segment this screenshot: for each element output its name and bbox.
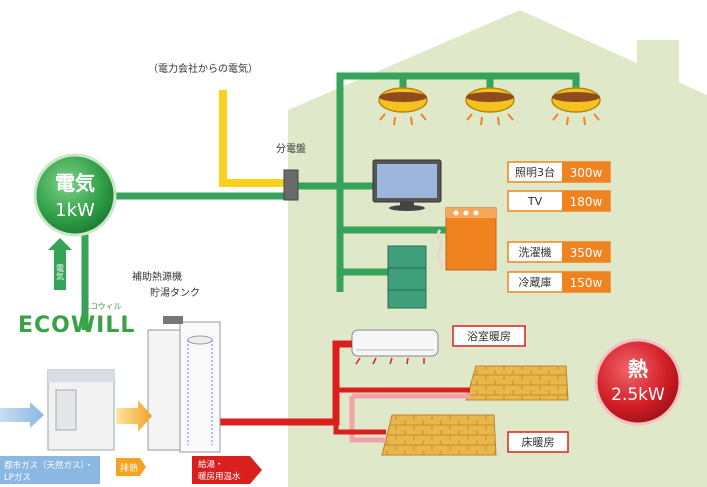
gas-legend-line1: 都市ガス（天然ガス）・: [4, 460, 93, 471]
ceiling-light-3: [551, 87, 601, 126]
usage-name: 照明3台: [515, 165, 555, 179]
floor-heating-label: 床暖房: [522, 435, 555, 449]
usage-name: 冷蔵庫: [519, 275, 552, 289]
ecowill-logo: ECOWILL: [18, 313, 135, 338]
exhaust-legend-box: [116, 458, 146, 476]
electric-up-arrow: [48, 238, 72, 290]
electric-circle-title: 電気: [55, 171, 95, 195]
usage-row-lighting: 照明3台 300w: [507, 161, 611, 183]
distribution-panel: [283, 169, 299, 201]
exhaust-heat-arrow: [116, 400, 152, 432]
floor-heating-panel-2: [381, 414, 497, 456]
usage-row-tv: TV 180w: [507, 190, 611, 212]
ceiling-lights: [378, 87, 601, 126]
gas-input-arrow: [0, 402, 44, 428]
heat-pipes: [215, 340, 470, 443]
usage-row-washer: 洗濯機 350w: [507, 241, 611, 263]
usage-row-fridge: 冷蔵庫 150w: [507, 271, 611, 293]
ecowill-logo-kana: エコウィル: [82, 302, 122, 311]
storage-tank-unit: [147, 316, 221, 453]
gas-legend-box: [0, 456, 100, 484]
electric-circle-value: 1kW: [55, 200, 95, 221]
washing-machine-icon: [436, 207, 497, 271]
floor-heating-panel-1: [465, 365, 569, 401]
heat-circle-value: 2.5kW: [611, 385, 665, 405]
house-chimney: [637, 40, 679, 160]
usage-watts: 300w: [570, 166, 603, 180]
usage-name: TV: [527, 195, 543, 208]
tv-icon: [372, 159, 442, 211]
heat-circle-title: 熱: [628, 357, 648, 381]
utility-power-label: （電力会社からの電気）: [148, 62, 258, 75]
aux-heat-label: 補助熱源機: [132, 270, 182, 283]
bath-heating-label: 浴室暖房: [467, 329, 511, 343]
electric-arrow-label: 電気: [56, 264, 65, 281]
usage-watts: 350w: [570, 246, 603, 260]
heat-output-circle: [594, 338, 682, 426]
exhaust-legend-label: 排熱: [120, 462, 138, 474]
bath-heating-box: [452, 325, 526, 347]
appliance-usage-list: 照明3台 300w TV 180w 洗濯機 350w 冷蔵庫 150w: [507, 161, 611, 293]
electric-output-circle: [33, 153, 117, 237]
distribution-panel-label: 分電盤: [276, 142, 306, 155]
floor-heating-box: [507, 431, 569, 453]
tank-label: 貯湯タンク: [150, 286, 200, 299]
utility-power-line: [219, 90, 285, 187]
gas-engine-unit: [47, 369, 115, 451]
hot-water-legend-line1: 給湯・: [198, 459, 224, 470]
ceiling-light-2: [465, 87, 515, 126]
usage-name: 洗濯機: [519, 245, 552, 259]
usage-watts: 150w: [570, 276, 603, 290]
ceiling-light-1: [378, 87, 428, 126]
gas-legend-line2: LPガス: [4, 472, 31, 483]
hot-water-legend-box: [192, 456, 262, 484]
hot-water-legend-line2: 暖房用温水: [198, 471, 241, 482]
refrigerator-icon: [387, 245, 427, 309]
usage-watts: 180w: [570, 195, 603, 209]
